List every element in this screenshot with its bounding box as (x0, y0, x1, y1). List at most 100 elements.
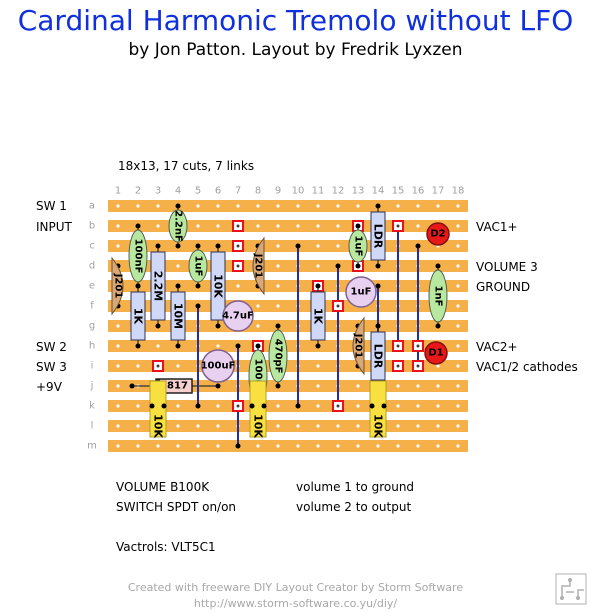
board-hole (256, 204, 260, 208)
column-label: 14 (372, 186, 385, 197)
board-hole (396, 384, 400, 388)
board-hole (436, 384, 440, 388)
solder-point (355, 263, 361, 269)
link-end (295, 243, 301, 249)
note-vactrols: Vactrols: VLT5C1 (116, 540, 216, 554)
column-label: 15 (392, 186, 405, 197)
row-label: i (91, 361, 94, 372)
board-hole (356, 404, 360, 408)
cut-hole (396, 344, 400, 348)
board-hole (176, 424, 180, 428)
label-vac1: VAC1+ (476, 220, 518, 234)
board-hole (196, 424, 200, 428)
cut-hole (156, 364, 160, 368)
solder-point (215, 243, 221, 249)
board-hole (256, 324, 260, 328)
cap-470pf (268, 329, 288, 383)
jfet-j201-b-label: J201 (253, 253, 264, 279)
board-hole (116, 204, 120, 208)
board-hole (436, 424, 440, 428)
column-label: 18 (452, 186, 465, 197)
label-sw3: SW 3 (36, 360, 67, 374)
cap-100uf (201, 349, 235, 383)
board-hole (456, 444, 460, 448)
column-label: 9 (275, 186, 281, 197)
link-end (415, 243, 421, 249)
jfet-j201-c-label: J201 (353, 333, 364, 359)
board-hole (416, 444, 420, 448)
column-label: 6 (215, 186, 221, 197)
column-label: 2 (135, 186, 141, 197)
cut-hole (236, 244, 240, 248)
board-hole (156, 344, 160, 348)
solder-point (255, 343, 261, 349)
column-label: 17 (432, 186, 445, 197)
board-hole (116, 224, 120, 228)
board-hole (116, 344, 120, 348)
board-hole (156, 224, 160, 228)
board-hole (136, 364, 140, 368)
board-info: 18x13, 17 cuts, 7 links (118, 159, 255, 173)
solder-point (135, 223, 141, 229)
label-sw1: SW 1 (36, 199, 67, 213)
components: J201100nF1K2.2M2.2nF10M1uF10K4.7uFJ20110… (111, 203, 450, 438)
resistor-2-2m (150, 251, 166, 321)
cap-1nf (428, 269, 448, 323)
board-hole (116, 444, 120, 448)
board-hole (256, 304, 260, 308)
cap-100nf-label: 100nF (133, 239, 144, 274)
board-hole (316, 404, 320, 408)
link-end (235, 343, 241, 349)
board-hole (116, 424, 120, 428)
solder-point (369, 403, 375, 409)
note-pot: VOLUME B100K (116, 480, 210, 494)
solder-point (155, 243, 161, 249)
solder-point (435, 263, 441, 269)
board-hole (256, 224, 260, 228)
board-hole (336, 204, 340, 208)
resistor-10m-label: 10M (172, 303, 185, 329)
board-hole (116, 404, 120, 408)
row-label: f (90, 301, 94, 312)
board-hole (276, 424, 280, 428)
board-hole (196, 444, 200, 448)
board-hole (276, 244, 280, 248)
board-hole (336, 444, 340, 448)
link-end (195, 403, 201, 409)
cut-hole (236, 404, 240, 408)
board-hole (316, 244, 320, 248)
solder-point (315, 343, 321, 349)
board-hole (316, 364, 320, 368)
column-label: 12 (332, 186, 345, 197)
cap-1uf-c (345, 276, 377, 308)
cap-1uf-b-label: 1uF (353, 236, 364, 257)
board-hole (196, 204, 200, 208)
cap-2-2nf (168, 209, 188, 243)
cap-1uf-b (348, 229, 368, 263)
board-hole (176, 444, 180, 448)
board-hole (436, 444, 440, 448)
board-hole (116, 244, 120, 248)
resistor-1k-a (130, 291, 146, 341)
board-hole (296, 204, 300, 208)
board-hole (456, 284, 460, 288)
cap-4-7uf (222, 300, 254, 332)
column-label: 11 (312, 186, 325, 197)
row-label: b (89, 221, 95, 232)
board-hole (416, 424, 420, 428)
board-hole (356, 444, 360, 448)
board-hole (276, 264, 280, 268)
resistor-10m (170, 291, 186, 341)
board-hole (216, 424, 220, 428)
board-hole (416, 204, 420, 208)
trimmer-10k-c-label: 10K (372, 414, 385, 438)
board-hole (456, 324, 460, 328)
row-label: j (90, 381, 94, 392)
board-hole (456, 304, 460, 308)
solder-point (215, 383, 221, 389)
link-end (195, 303, 201, 309)
board-hole (396, 444, 400, 448)
board-hole (316, 444, 320, 448)
board-hole (176, 404, 180, 408)
